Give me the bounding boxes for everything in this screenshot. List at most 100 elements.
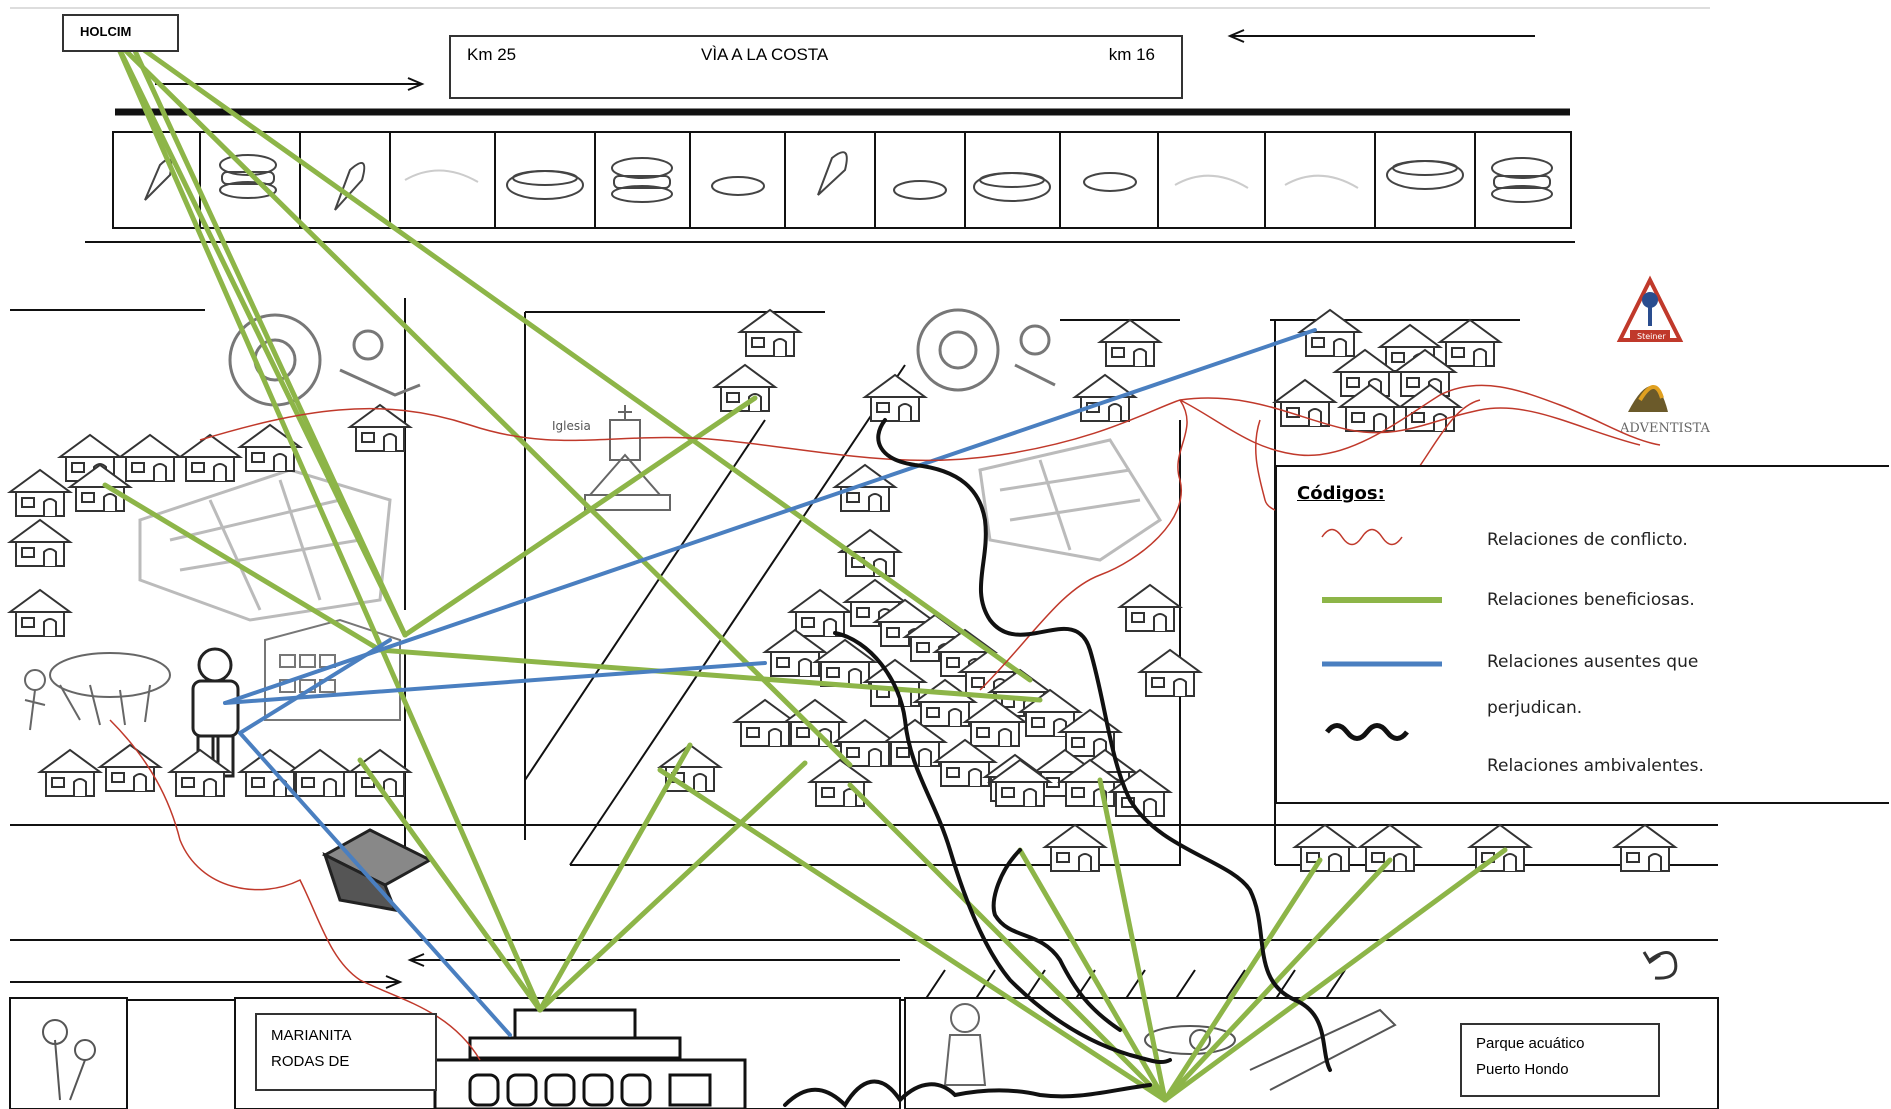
- road-sign-name: VÌA A LA COSTA: [701, 45, 829, 64]
- legend-item-absent-2: perjudican.: [1487, 698, 1583, 718]
- legend-item-conflict: Relaciones de conflicto.: [1487, 530, 1688, 550]
- plantain-icon: [1284, 174, 1359, 189]
- house-icon: [736, 308, 804, 357]
- house-icon: [1116, 583, 1184, 632]
- house-icon: [1071, 373, 1139, 422]
- burger-icon: [219, 154, 277, 176]
- plantain-icon: [1174, 174, 1249, 189]
- house-icon: [1296, 308, 1364, 357]
- mechanic-workshop-icon: [228, 313, 421, 407]
- adventista-label: ADVENTISTA: [1619, 421, 1711, 436]
- legend-item-absent: Relaciones ausentes que: [1487, 652, 1699, 672]
- road-sign-km-right: km 16: [1108, 45, 1155, 64]
- house-icon: [811, 638, 879, 687]
- house-icon: [806, 758, 874, 807]
- church-label: Iglesia: [552, 419, 591, 433]
- legend-item-ambivalent: Relaciones ambivalentes.: [1487, 756, 1704, 776]
- house-icon: [931, 738, 999, 787]
- house-icon: [346, 403, 414, 452]
- absent-relations: [223, 328, 1317, 1037]
- holcim-box: HOLCIM: [62, 14, 179, 52]
- house-icon: [781, 698, 849, 747]
- house-icon: [286, 748, 354, 797]
- plate-icon: [893, 180, 947, 200]
- house-icon: [116, 433, 184, 482]
- steiner-label: Steiner: [1637, 332, 1666, 341]
- house-icon: [761, 628, 829, 677]
- flower-icon: [42, 1019, 96, 1101]
- legend-item-beneficial: Relaciones beneficiosas.: [1487, 590, 1695, 610]
- steiner-school-logo: [1616, 275, 1684, 342]
- house-icon: [731, 698, 799, 747]
- plate-icon: [711, 176, 765, 196]
- city-street-sketch-left: [138, 468, 392, 622]
- house-icon: [711, 363, 779, 412]
- legend-title: Códigos:: [1297, 483, 1385, 504]
- house-icon: [1056, 758, 1124, 807]
- direction-arrow-right: [155, 77, 425, 91]
- direction-arrow-left: [1227, 29, 1535, 43]
- legend-conflict-swatch: [1321, 528, 1403, 546]
- house-icon: [1436, 318, 1504, 367]
- city-street-sketch-right: [978, 438, 1163, 562]
- house-icon: [836, 528, 904, 577]
- holcim-label: HOLCIM: [80, 24, 132, 39]
- house-icon: [166, 748, 234, 797]
- house-icon: [656, 743, 724, 792]
- house-icon: [861, 373, 929, 422]
- parque-box: Parque acuático Puerto Hondo: [1460, 1023, 1660, 1097]
- house-icon: [1611, 823, 1679, 872]
- house-icon: [1336, 383, 1404, 432]
- house-clusters: [6, 308, 1679, 872]
- house-icon: [1356, 823, 1424, 872]
- school-building-icon: [433, 1008, 747, 1109]
- house-icon: [1271, 378, 1339, 427]
- burger-icon: [611, 157, 673, 179]
- house-icon: [6, 468, 74, 517]
- house-icon: [786, 588, 854, 637]
- boy-figure-icon: [943, 1003, 987, 1086]
- road-sign-km-left: Km 25: [467, 45, 517, 64]
- house-icon: [176, 433, 244, 482]
- church-icon: [584, 405, 671, 511]
- house-icon: [1136, 648, 1204, 697]
- house-icon: [236, 423, 304, 472]
- house-icon: [1291, 823, 1359, 872]
- burger-icon: [1491, 157, 1553, 179]
- ambivalent-relations: [783, 418, 1332, 1109]
- chicken-leg-icon: [817, 151, 848, 196]
- flower-box: [9, 997, 128, 1109]
- house-icon: [881, 718, 949, 767]
- plate-icon: [1083, 172, 1137, 192]
- marianita-label-2: RODAS DE: [271, 1053, 350, 1070]
- farmer-field-icon: [24, 652, 171, 731]
- house-icon: [961, 698, 1029, 747]
- marianita-label-1: MARIANITA: [271, 1027, 352, 1044]
- mechanic-workshop-icon-2: [916, 308, 1056, 392]
- marianita-box: MARIANITA RODAS DE: [255, 1013, 437, 1091]
- legend-ambivalent-swatch: [1325, 723, 1409, 741]
- parque-label-1: Parque acuático: [1476, 1035, 1585, 1052]
- house-icon: [831, 463, 899, 512]
- chicken-leg-icon: [334, 162, 366, 211]
- house-icon: [1041, 823, 1109, 872]
- lower-direction-arrows: [10, 953, 900, 989]
- food-stalls-row: [112, 131, 1572, 229]
- house-icon: [986, 758, 1054, 807]
- adventist-church-logo: [1628, 385, 1668, 412]
- house-icon: [66, 463, 134, 512]
- house-icon: [96, 743, 164, 792]
- house-icon: [1466, 823, 1534, 872]
- road-sign: Km 25 VÌA A LA COSTA km 16: [449, 35, 1183, 99]
- house-icon: [1096, 318, 1164, 367]
- legend-box: Códigos: Relaciones de conflicto. Relaci…: [1275, 465, 1889, 804]
- house-3d-icon: [321, 828, 434, 912]
- return-arrow-icon: [1642, 951, 1678, 980]
- house-icon: [6, 518, 74, 567]
- house-icon: [36, 748, 104, 797]
- parque-label-2: Puerto Hondo: [1476, 1061, 1569, 1078]
- legend-swatches: [1321, 528, 1442, 741]
- house-icon: [6, 588, 74, 637]
